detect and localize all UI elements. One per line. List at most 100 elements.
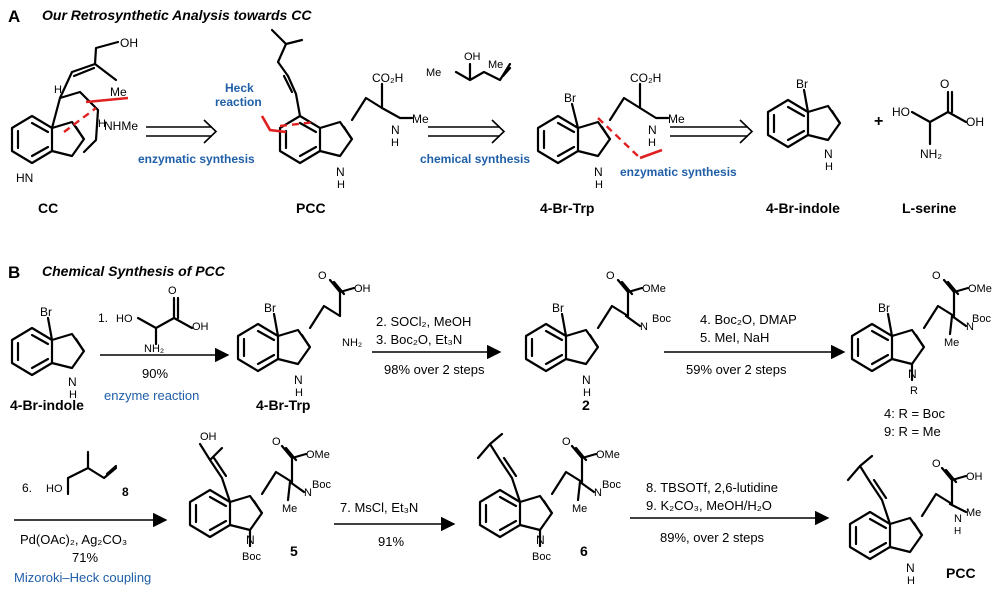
cc-h: H [54, 84, 62, 96]
step89-yield: 89%, over 2 steps [660, 530, 765, 545]
bi-a-br: Br [796, 77, 808, 91]
b7-oh: OH [966, 471, 983, 483]
structure-b-6: O OMe N Boc Me N Boc [476, 432, 621, 563]
structure-b-5: OH O OMe N Boc Me N Boc [188, 431, 331, 563]
b3-br: Br [552, 301, 564, 315]
compound-label-4-br-trp-a: 4-Br-Trp [540, 200, 594, 216]
b1-h: H [69, 389, 77, 401]
b2-o: O [318, 270, 327, 282]
b5-ome: OMe [306, 449, 330, 461]
b1-n: N [68, 375, 77, 389]
b2-oh: OH [354, 283, 371, 295]
step1-oh: OH [192, 321, 209, 333]
step1-note: enzyme reaction [104, 388, 199, 403]
compound-b-2: 2 [582, 397, 590, 413]
label-chemical-synthesis: chemical synthesis [420, 152, 530, 166]
b5-boc: Boc [312, 479, 331, 491]
b2-n: N [294, 373, 303, 387]
b7-h-ring: H [907, 575, 915, 587]
structure-b-4: Br O OMe N Boc Me N R [850, 270, 992, 397]
b3-nring: N [582, 373, 591, 387]
step-1-arrow [100, 296, 230, 363]
step6-reagent-num: 8 [122, 485, 129, 499]
b2-h: H [295, 387, 303, 399]
compound-b-4-br-trp: 4-Br-Trp [256, 397, 310, 413]
step7-yield: 91% [378, 534, 404, 549]
b5-oh: OH [200, 431, 217, 443]
b6-o: O [562, 436, 571, 448]
ser-nh2: NH₂ [920, 147, 942, 161]
compound-b-4-br-indole: 4-Br-indole [10, 397, 84, 413]
step1-nh2: NH₂ [144, 343, 164, 355]
plus-sign: + [874, 113, 883, 130]
b3-boc: Boc [652, 313, 671, 325]
b4-br: Br [878, 301, 890, 315]
step89-line1: 8. TBSOTf, 2,6-lutidine [646, 480, 778, 495]
b4-boc: Boc [972, 313, 991, 325]
b4-nring: N [908, 367, 917, 381]
pcc-a-nh-ring: N [336, 165, 345, 179]
pcc-a-co2h: CO₂H [372, 71, 403, 85]
step45-line2: 5. MeI, NaH [700, 330, 769, 345]
cc-oh: OH [120, 36, 138, 50]
b6-boc-ring: Boc [532, 551, 551, 563]
step1-num: 1. [98, 311, 108, 325]
b2-br: Br [264, 301, 276, 315]
bi-a-h: H [825, 161, 833, 173]
step23-line1: 2. SOCl₂, MeOH [376, 314, 471, 329]
step23-yield: 98% over 2 steps [384, 362, 485, 377]
step7-line1: 7. MsCl, Et₃N [340, 500, 418, 515]
compound-label-l-serine: L-serine [902, 200, 957, 216]
ser-oh: OH [966, 115, 984, 129]
trp-a-nh: H [648, 137, 656, 149]
compound-b-9-label: 9: R = Me [884, 424, 941, 439]
b6-n: N [594, 487, 602, 499]
step45-line1: 4. Boc₂O, DMAP [700, 312, 797, 327]
b7-nring: N [906, 561, 915, 575]
b2-nh2: NH₂ [342, 337, 362, 349]
reagent-me-2: Me [488, 59, 503, 71]
b5-n: N [304, 487, 312, 499]
panel-b: B Chemical Synthesis of PCC Br N H 4-Br-… [8, 263, 992, 587]
trp-a-nh-ring: N [594, 165, 603, 179]
b5-o: O [272, 436, 281, 448]
structure-b-4-br-trp: Br O OH NH₂ N H [236, 270, 371, 399]
structure-b-pcc: O OH N H Me N H [846, 454, 983, 587]
reagent-oh: OH [464, 51, 481, 63]
label-heck-1: Heck [225, 81, 254, 95]
b6-nring: N [536, 533, 545, 547]
step6-note: Mizoroki–Heck coupling [14, 570, 151, 585]
structure-4-br-trp-a: Br CO₂H N H Me N H [536, 71, 685, 191]
structure-b-2: Br O OMe N Boc N H [524, 270, 671, 399]
b7-me: Me [966, 507, 981, 519]
b3-h: H [583, 387, 591, 399]
label-enzymatic-synthesis-2: enzymatic synthesis [620, 165, 737, 179]
retro-arrow-1 [146, 119, 218, 144]
b7-o: O [932, 458, 941, 470]
compound-label-4-br-indole-a: 4-Br-indole [766, 200, 840, 216]
step1-ho: HO [116, 313, 133, 325]
b5-nring: N [246, 533, 255, 547]
trp-a-nh-ring-h: H [595, 179, 603, 191]
pcc-a-nh-ring-h: H [337, 179, 345, 191]
compound-label-cc: CC [38, 200, 58, 216]
retro-arrow-2 [428, 62, 512, 144]
pcc-a-n: N [391, 123, 400, 137]
b4-me: Me [944, 337, 959, 349]
step6-ho: HO [46, 483, 63, 495]
step1-yield: 90% [142, 366, 168, 381]
structure-cc: OH Me H H NHMe HN [10, 36, 138, 185]
panel-a-title: Our Retrosynthetic Analysis towards CC [42, 7, 312, 23]
step89-line2: 9. K₂CO₃, MeOH/H₂O [646, 498, 772, 513]
b1-br: Br [40, 305, 52, 319]
b6-ome: OMe [596, 449, 620, 461]
trp-a-n: N [648, 123, 657, 137]
label-enzymatic-synthesis-1: enzymatic synthesis [138, 152, 255, 166]
compound-b-pcc: PCC [946, 565, 976, 581]
cc-h2: H [98, 118, 106, 130]
ser-ho: HO [892, 105, 910, 119]
structure-b-4-br-indole: Br N H [10, 305, 86, 401]
b4-n: N [966, 321, 974, 333]
panel-a: A Our Retrosynthetic Analysis towards CC… [8, 7, 984, 216]
